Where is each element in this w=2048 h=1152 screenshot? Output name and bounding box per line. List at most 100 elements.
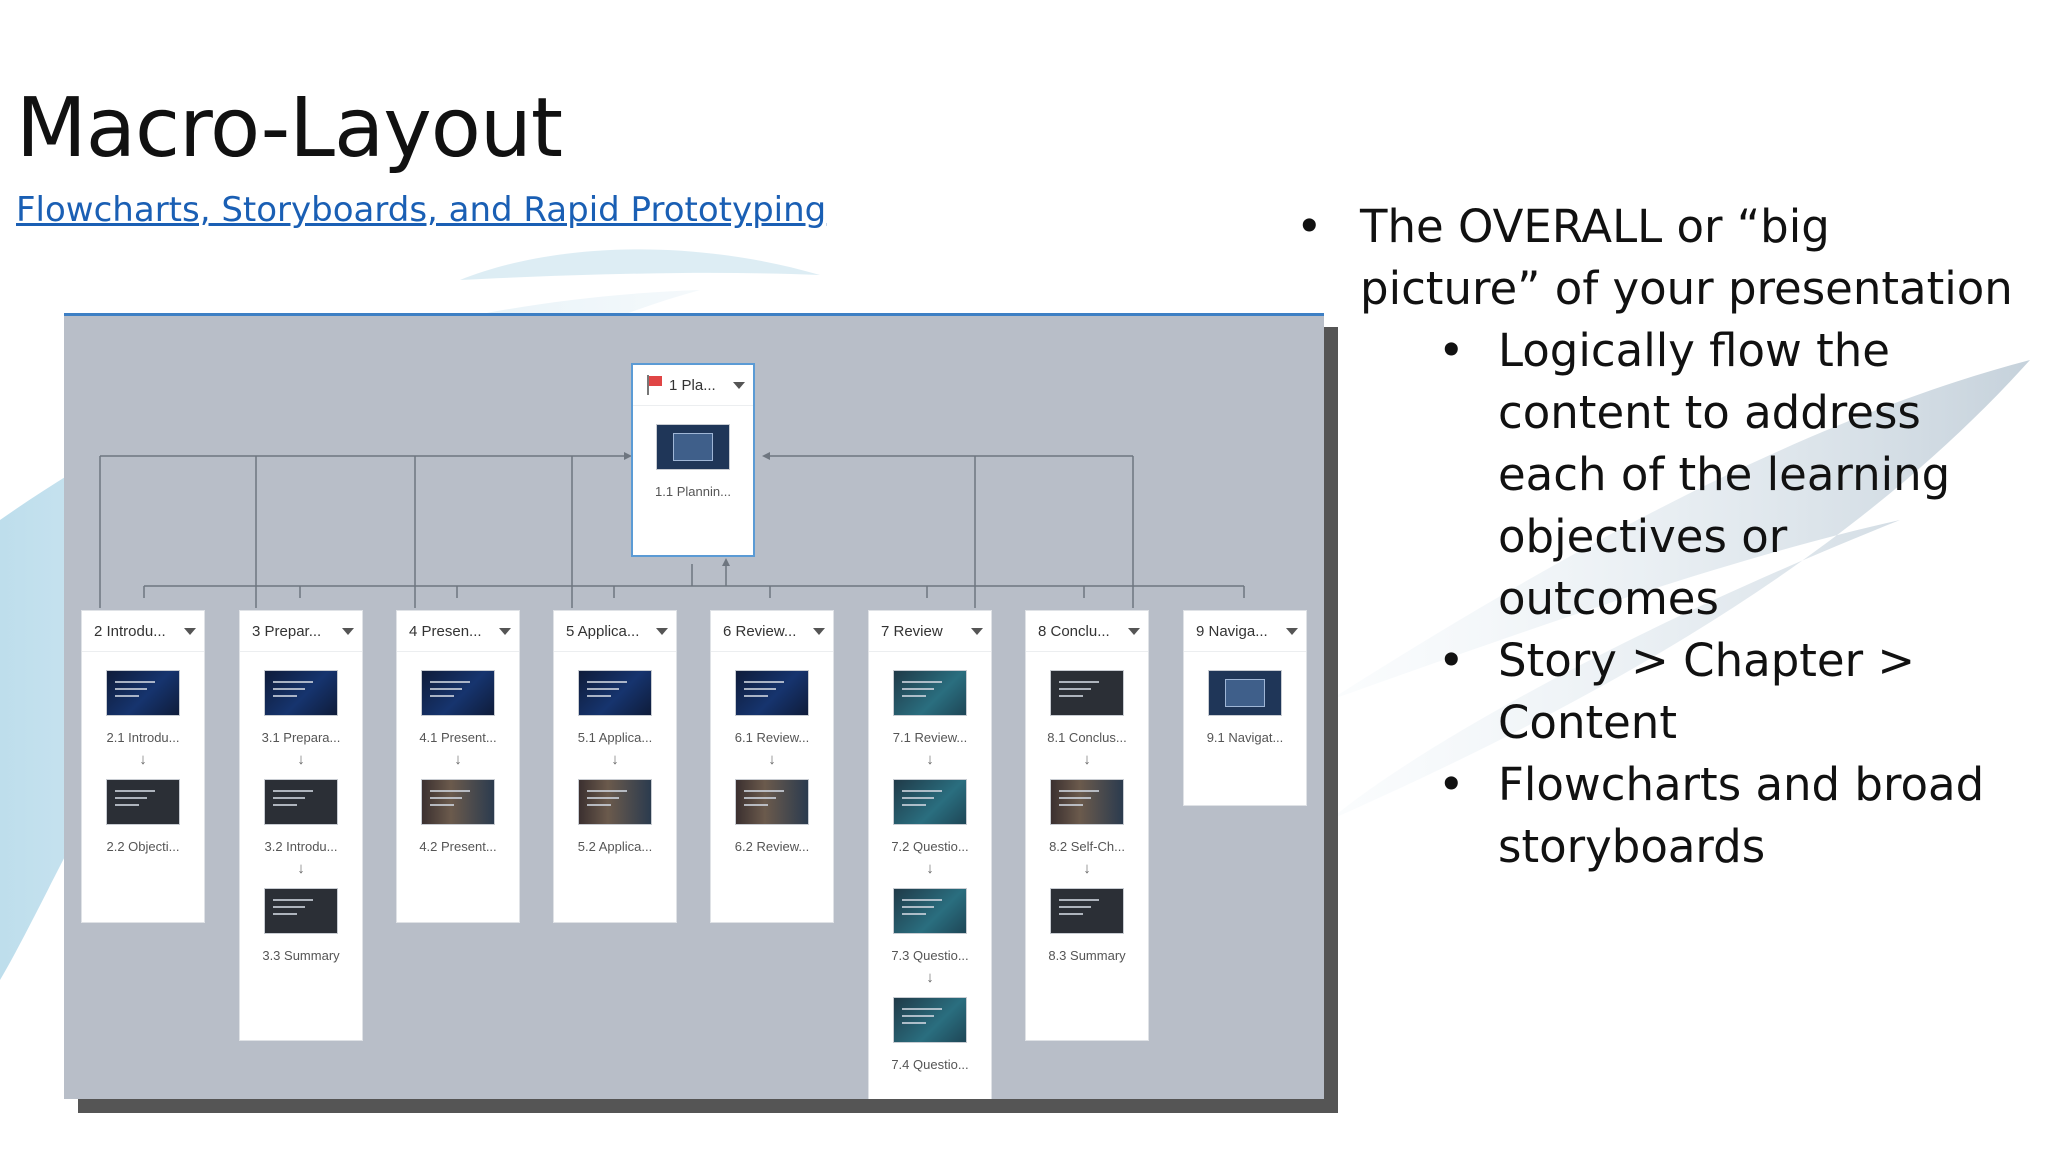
chevron-down-icon[interactable]	[971, 627, 983, 635]
slide-thumbnail[interactable]: 2.2 Objecti...	[106, 779, 180, 854]
slide-thumbnail[interactable]: 4.1 Present...	[419, 670, 497, 745]
scene-label: 8 Conclu...	[1038, 622, 1110, 640]
scene-label: 1 Pla...	[669, 376, 716, 394]
sub-bullet: Story > Chapter > Content	[1438, 630, 2016, 754]
slide-thumbnail[interactable]: 2.1 Introdu...	[106, 670, 180, 745]
slide-preview	[1050, 779, 1124, 825]
chevron-down-icon[interactable]	[813, 627, 825, 635]
scene-header: 5 Applica...	[554, 611, 676, 652]
scene-node[interactable]: 4 Presen... 4.1 Present... ↓ 4.2 Present...	[396, 610, 520, 923]
slide-preview	[1050, 888, 1124, 934]
arrow-down-icon: ↓	[454, 751, 462, 768]
arrow-down-icon: ↓	[139, 751, 147, 768]
chevron-down-icon[interactable]	[499, 627, 511, 635]
scene-header: 6 Review...	[711, 611, 833, 652]
slide-thumbnail[interactable]: 6.1 Review...	[735, 670, 809, 745]
slide-label: 8.1 Conclus...	[1047, 730, 1127, 745]
scene-node[interactable]: 5 Applica...5.1 Applica...↓5.2 Applica..…	[553, 610, 677, 923]
bullet-main: The OVERALL or “big picture” of your pre…	[1296, 196, 2016, 878]
scene-label: 3 Prepar...	[252, 622, 322, 640]
slide-thumbnail[interactable]: 7.1 Review...	[893, 670, 967, 745]
slide-preview	[264, 670, 338, 716]
slide-thumbnail[interactable]: 6.2 Review...	[735, 779, 809, 854]
flow-connectors	[99, 452, 1245, 608]
slide-preview	[264, 888, 338, 934]
arrow-down-icon: ↓	[297, 860, 305, 877]
scene-header: 3 Prepar...	[240, 611, 362, 652]
slide-thumbnail[interactable]: 9.1 Navigat...	[1207, 670, 1283, 745]
flowcharts-link[interactable]: Flowcharts, Storyboards, and Rapid Proto…	[16, 190, 827, 230]
slide-preview	[893, 670, 967, 716]
scene-label: 4 Presen...	[409, 622, 482, 640]
slide-label: 3.2 Introdu...	[264, 839, 338, 854]
scene-node[interactable]: 2 Introdu...2.1 Introdu...↓2.2 Objecti..…	[81, 610, 205, 923]
slide-thumbnail[interactable]: 3.1 Prepara...	[262, 670, 340, 745]
slide-thumbnail[interactable]: 1.1 Plannin...	[655, 424, 731, 499]
chevron-down-icon[interactable]	[733, 381, 745, 389]
story-view-screenshot: 1 Pla... 1.1 Plannin... 2 Introdu...2.1 …	[64, 313, 1324, 1099]
scene-node[interactable]: 9 Naviga... 9.1 Navigat...	[1183, 610, 1307, 806]
chevron-down-icon[interactable]	[1286, 627, 1298, 635]
slide-label: 3.3 Summary	[262, 948, 340, 963]
sub-bullet-list: Logically flow the content to address ea…	[1360, 320, 2016, 878]
slide-preview	[264, 779, 338, 825]
slide-label: 7.2 Questio...	[891, 839, 969, 854]
slide-preview	[892, 779, 967, 825]
scene-label: 5 Applica...	[566, 622, 640, 640]
bullet-list: The OVERALL or “big picture” of your pre…	[1296, 196, 2016, 878]
slide-thumbnail[interactable]: 4.2 Present...	[419, 779, 497, 854]
chevron-down-icon[interactable]	[656, 627, 668, 635]
slide-label: 2.2 Objecti...	[106, 839, 180, 854]
slide-thumbnail[interactable]: 7.2 Questio...	[891, 779, 969, 854]
arrow-down-icon: ↓	[768, 751, 776, 768]
slide-preview	[892, 888, 967, 934]
slide-label: 1.1 Plannin...	[655, 484, 731, 499]
scene-node-root[interactable]: 1 Pla... 1.1 Plannin...	[631, 363, 755, 557]
scene-header: 1 Pla...	[633, 365, 753, 406]
scene-label: 6 Review...	[723, 622, 797, 640]
slide-label: 6.2 Review...	[734, 839, 810, 854]
slide-label: 5.1 Applica...	[577, 730, 653, 745]
chevron-down-icon[interactable]	[342, 627, 354, 635]
slide-thumbnail[interactable]: 8.1 Conclus...	[1047, 670, 1127, 745]
slide-thumbnail[interactable]: 8.2 Self-Ch...	[1049, 779, 1125, 854]
sub-bullet: Flowcharts and broad storyboards	[1438, 754, 2016, 878]
scene-header: 8 Conclu...	[1026, 611, 1148, 652]
slide-thumbnail[interactable]: 5.1 Applica...	[578, 670, 652, 745]
slide-preview	[420, 670, 495, 716]
slide-thumbnail[interactable]: 3.2 Introdu...	[264, 779, 338, 854]
arrow-down-icon: ↓	[926, 969, 934, 986]
scene-node[interactable]: 3 Prepar... 3.1 Prepara... ↓ 3.2 Introdu...…	[239, 610, 363, 1041]
scene-node[interactable]: 7 Review 7.1 Review... ↓ 7.2 Questio... ↓ 7.3…	[868, 610, 992, 1099]
scene-node[interactable]: 8 Conclu... 8.1 Conclus... ↓ 8.2 Self-Ch...…	[1025, 610, 1149, 1041]
scene-node[interactable]: 6 Review... 6.1 Review... ↓ 6.2 Review...	[710, 610, 834, 923]
slide-preview	[1207, 670, 1282, 716]
slide-label: 5.2 Applica...	[577, 839, 653, 854]
slide-thumbnail[interactable]: 3.3 Summary	[262, 888, 340, 963]
slide-label: 8.2 Self-Ch...	[1049, 839, 1125, 854]
start-flag-icon	[645, 375, 663, 395]
slide-thumbnail[interactable]: 7.3 Questio...	[891, 888, 969, 963]
slide-label: 7.3 Questio...	[891, 948, 969, 963]
scene-header: 9 Naviga...	[1184, 611, 1306, 652]
scene-label: 9 Naviga...	[1196, 622, 1268, 640]
slide-thumbnail[interactable]: 8.3 Summary	[1048, 888, 1126, 963]
slide-thumbnail[interactable]: 5.2 Applica...	[578, 779, 652, 854]
arrow-down-icon: ↓	[1083, 751, 1091, 768]
chevron-down-icon[interactable]	[1128, 627, 1140, 635]
bullet-main-text: The OVERALL or “big picture” of your pre…	[1360, 200, 2013, 315]
slide-thumbnail[interactable]: 7.4 Questio...	[891, 997, 969, 1072]
arrow-down-icon: ↓	[926, 751, 934, 768]
chevron-down-icon[interactable]	[184, 627, 196, 635]
scene-label: 7 Review	[881, 622, 943, 640]
slide-label: 7.1 Review...	[892, 730, 968, 745]
slide-preview	[420, 779, 495, 825]
arrow-down-icon: ↓	[1083, 860, 1091, 877]
slide-label: 4.2 Present...	[419, 839, 497, 854]
slide-label: 6.1 Review...	[734, 730, 810, 745]
slide-preview	[106, 779, 180, 825]
arrow-down-icon: ↓	[926, 860, 934, 877]
scene-header: 4 Presen...	[397, 611, 519, 652]
slide-preview	[106, 670, 180, 716]
slide-preview	[655, 424, 730, 470]
